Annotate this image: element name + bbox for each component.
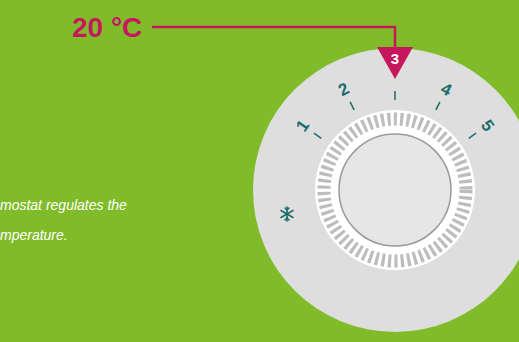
- scale-ticks: [314, 91, 476, 138]
- leader-line: [152, 27, 395, 48]
- dial-face: [253, 48, 519, 332]
- setting-number: 3: [377, 47, 413, 67]
- temperature-value: 20 °C: [72, 12, 142, 44]
- dial-ring: [315, 110, 475, 270]
- dial-grip: [324, 119, 466, 261]
- caption-text: mostat regulates the: [0, 197, 127, 213]
- snowflake-symbol: [281, 207, 293, 221]
- pointer-marker: 3: [377, 47, 413, 79]
- dial-knob: [339, 134, 451, 246]
- caption-text: mperature.: [0, 227, 68, 243]
